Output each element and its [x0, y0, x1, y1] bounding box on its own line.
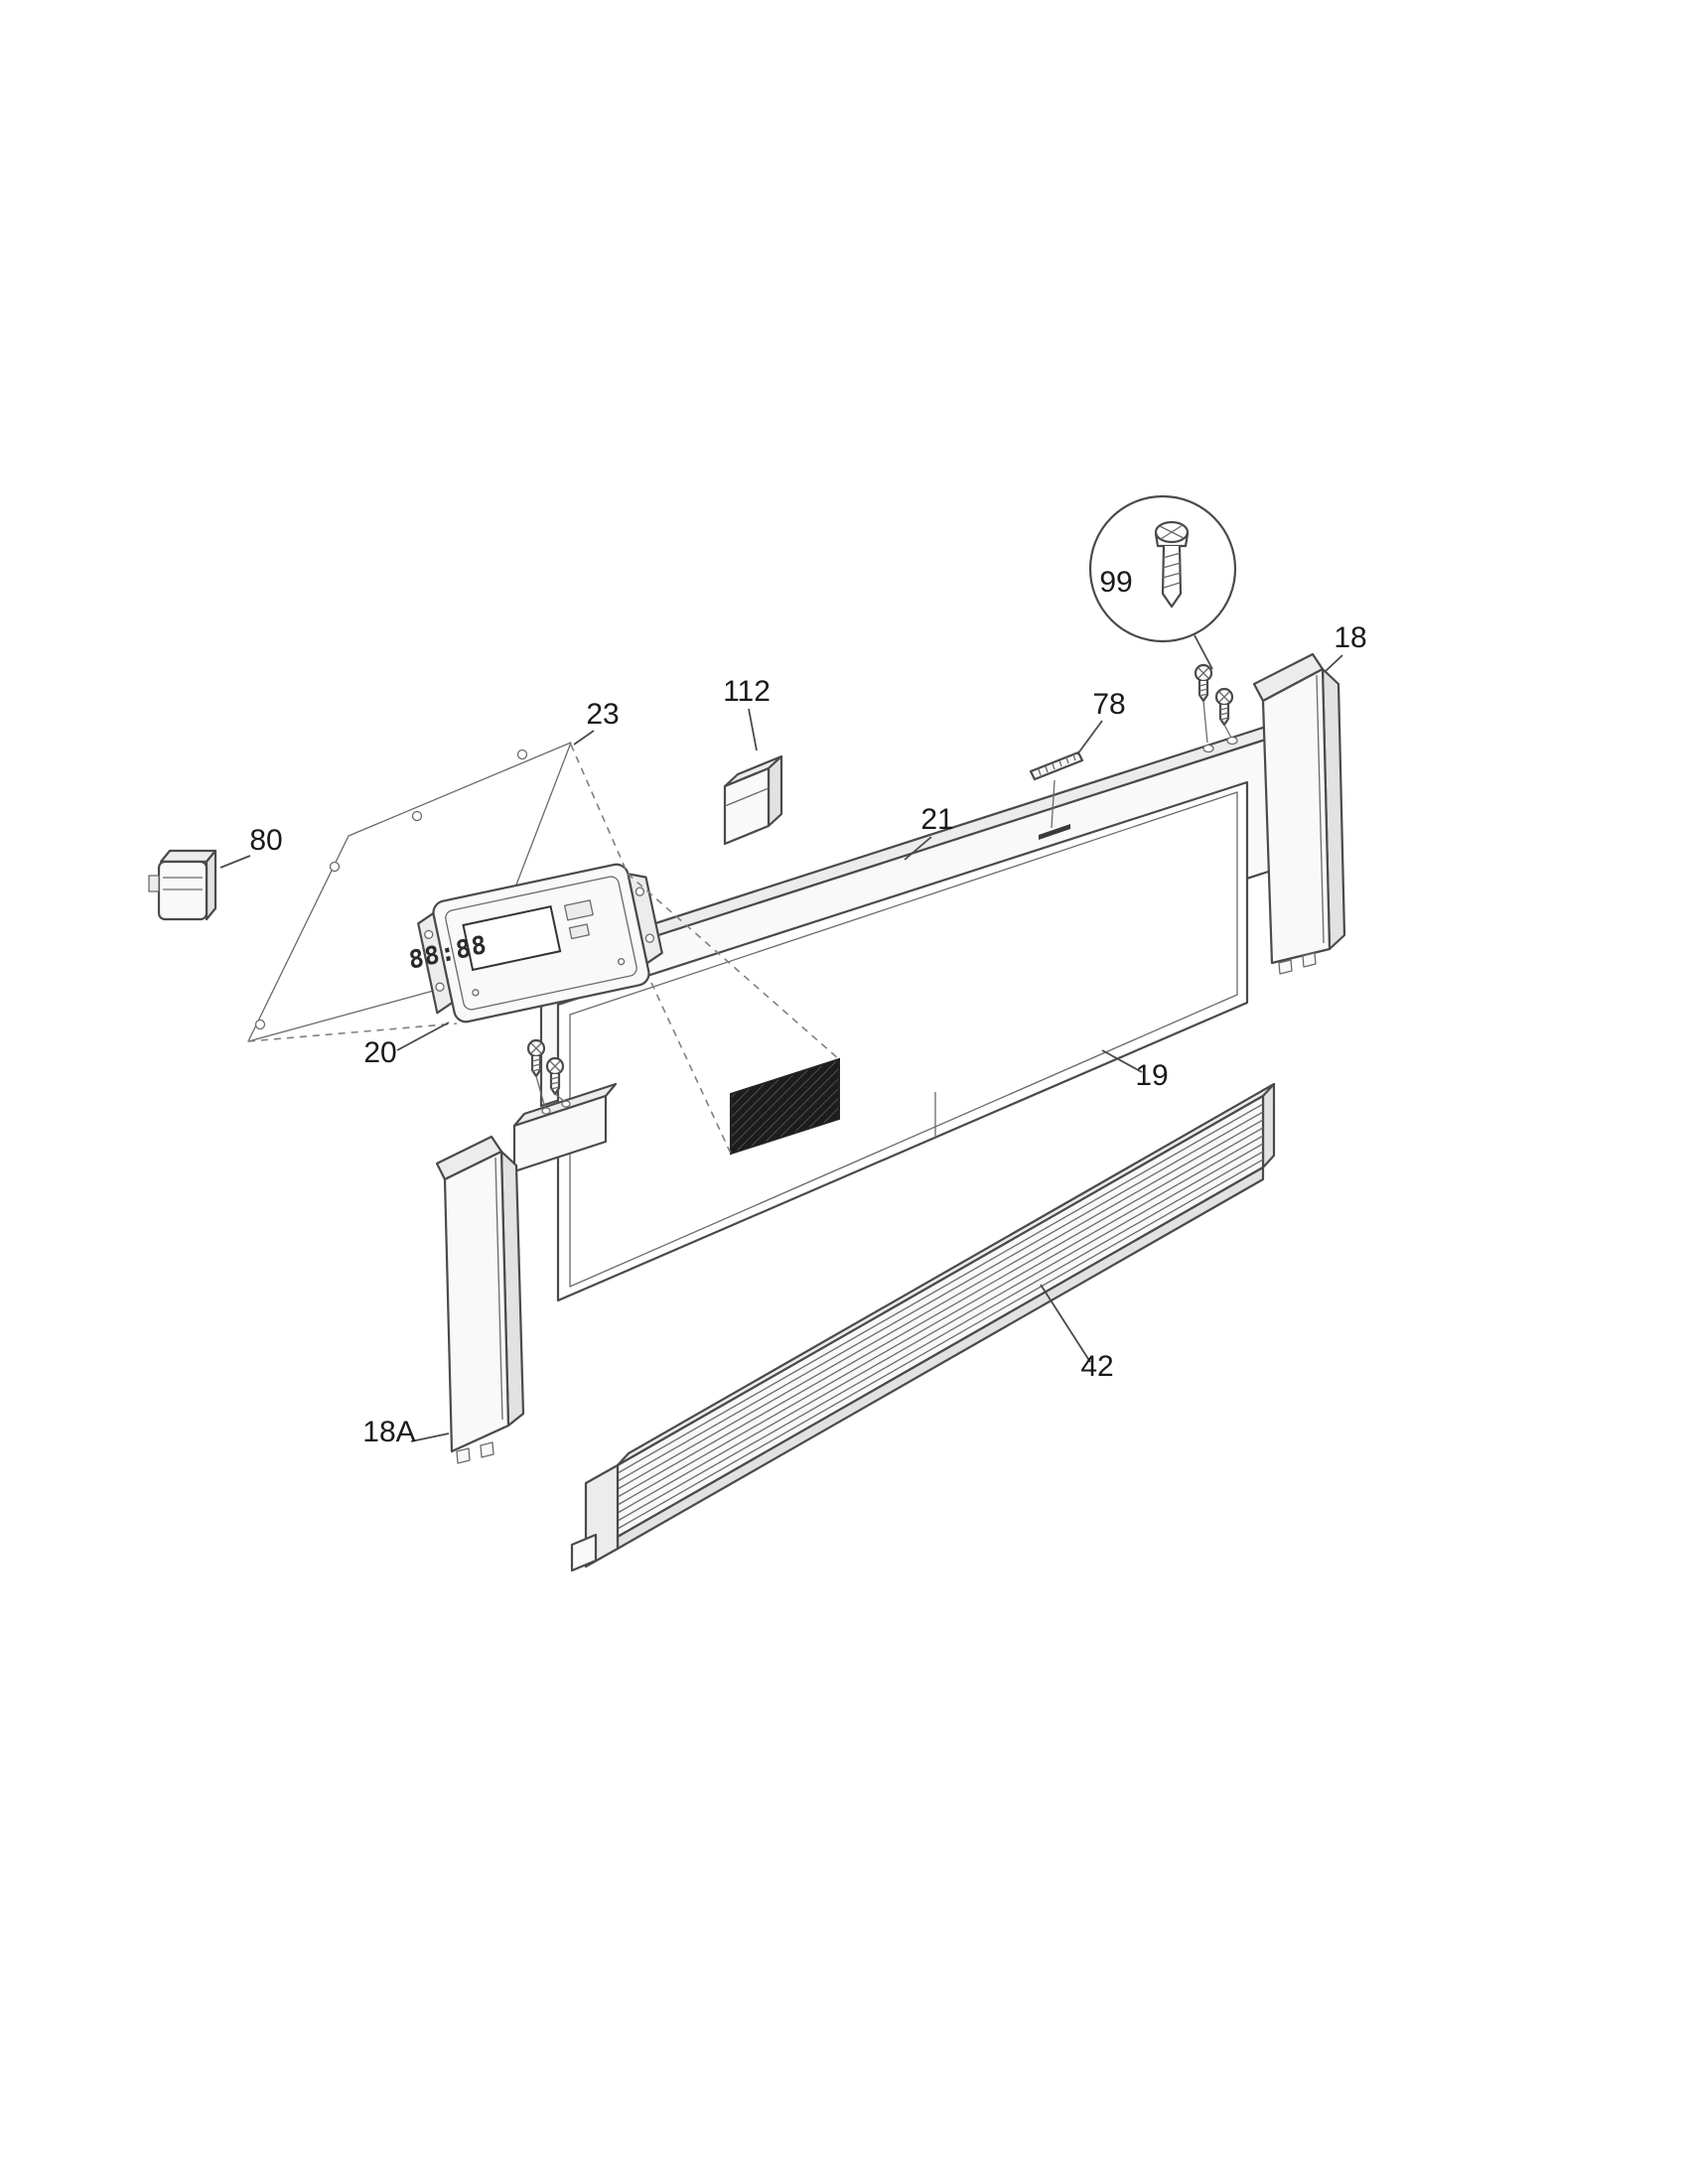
- board-button-block: [568, 923, 590, 940]
- leader-78: [1076, 720, 1103, 755]
- part-112-front-face: [723, 766, 771, 846]
- screw-guide-line: [1223, 724, 1232, 739]
- part-80-tab: [148, 875, 160, 892]
- leader-19: [1101, 1049, 1143, 1073]
- badge-rib: [1072, 753, 1076, 761]
- mini-screw-icon: [1194, 663, 1213, 703]
- front-panel-glass: [556, 780, 1249, 1302]
- board-hole: [634, 887, 645, 896]
- display-window-opening: [730, 1057, 840, 1156]
- part-label-20: 20: [363, 1036, 396, 1069]
- board-hole: [435, 982, 445, 992]
- board-hole: [424, 929, 434, 940]
- board-detail: [472, 989, 480, 997]
- leader-42: [1040, 1284, 1091, 1363]
- end-cap-edge-line: [494, 1157, 503, 1421]
- shield-hole: [329, 861, 341, 873]
- callout-leader-line: [1194, 634, 1213, 670]
- bracket-front-face: [512, 1094, 608, 1173]
- leader-lines: [219, 654, 1343, 1442]
- part-80-component: [148, 849, 217, 921]
- badge-body: [1029, 751, 1084, 781]
- part-label-23: 23: [586, 698, 619, 731]
- part-label-18: 18: [1334, 621, 1366, 654]
- part-label-18a: 18A: [362, 1416, 415, 1448]
- grille-ribs: [617, 1103, 1264, 1530]
- shield-hole: [254, 1019, 266, 1030]
- projection-line: [570, 744, 629, 875]
- board-button-block: [564, 899, 594, 921]
- part-112-component: [723, 754, 783, 846]
- part-80-side-face: [205, 849, 217, 921]
- badge-rib: [1052, 762, 1055, 770]
- bracket-hole: [561, 1100, 571, 1108]
- screw-hole: [1226, 736, 1238, 746]
- screw-hole: [1202, 744, 1214, 753]
- front-panel-inner-outline: [569, 791, 1238, 1288]
- part-label-80: 80: [249, 824, 282, 857]
- end-cap-tab: [480, 1441, 494, 1458]
- badge-rib: [1045, 765, 1049, 773]
- mini-screw-icon: [1214, 687, 1234, 727]
- board-hole: [644, 933, 655, 943]
- badge-slot: [1039, 824, 1070, 840]
- end-cap-edge-line: [1316, 674, 1325, 944]
- leader-23: [573, 730, 595, 746]
- leader-18a: [410, 1433, 450, 1442]
- grille-left-foot: [570, 1533, 598, 1572]
- display-bezel: [462, 905, 562, 972]
- badge-rib: [1058, 759, 1062, 767]
- board-inner-panel: [445, 876, 637, 1011]
- badge-rib: [1065, 756, 1069, 764]
- part-labels: 99 18 112 78 23 21 80 20 19 18A 42: [249, 566, 1366, 1448]
- part-78-trim-badge: [1029, 751, 1084, 840]
- projection-line: [627, 873, 840, 1060]
- board-detail: [617, 957, 626, 966]
- shield-hole: [411, 810, 423, 822]
- part-42-vent-grille: [570, 1082, 1276, 1572]
- part-112-side-face: [767, 754, 783, 828]
- leader-21: [904, 836, 932, 861]
- part-18a-end-cap-left: [435, 1135, 525, 1464]
- end-cap-tab: [1278, 959, 1293, 975]
- part-80-front-face: [157, 860, 209, 921]
- screw-icon: [1154, 520, 1190, 609]
- badge-guide-line: [1051, 779, 1055, 829]
- bracket-hole: [541, 1107, 551, 1115]
- leader-20: [396, 1022, 450, 1051]
- mounting-bracket: [512, 1082, 618, 1173]
- end-cap-front-face: [443, 1150, 510, 1453]
- part-20-control-board: 88:88: [407, 863, 663, 1024]
- part-label-21: 21: [920, 803, 953, 836]
- part-18-end-cap-right: [1252, 652, 1346, 975]
- leader-112: [748, 708, 758, 751]
- projection-line: [650, 982, 732, 1155]
- part-label-99: 99: [1099, 566, 1132, 599]
- part-label-42: 42: [1080, 1350, 1113, 1383]
- leader-80: [219, 855, 251, 869]
- part-label-112: 112: [723, 675, 771, 708]
- screw-guide-line: [535, 1075, 546, 1109]
- shield-hole: [516, 749, 528, 760]
- end-cap-tab: [1302, 952, 1317, 968]
- screw-guide-line: [554, 1093, 566, 1103]
- leader-18: [1325, 654, 1343, 672]
- part-112-detail: [724, 787, 770, 807]
- grille-right-end: [1261, 1082, 1276, 1169]
- end-cap-tab: [456, 1447, 471, 1464]
- assembly-dashed-lines: [247, 744, 840, 1155]
- end-cap-front-face: [1261, 667, 1332, 965]
- projection-line: [247, 1023, 458, 1042]
- bracket-screws: [526, 1038, 566, 1109]
- part-label-78: 78: [1092, 688, 1125, 721]
- part-label-19: 19: [1135, 1059, 1168, 1092]
- screw-guide-line: [1202, 700, 1208, 744]
- part-99-screw-callout: [1088, 494, 1237, 744]
- part-19-front-panel: [556, 780, 1249, 1302]
- badge-rib: [1038, 768, 1042, 776]
